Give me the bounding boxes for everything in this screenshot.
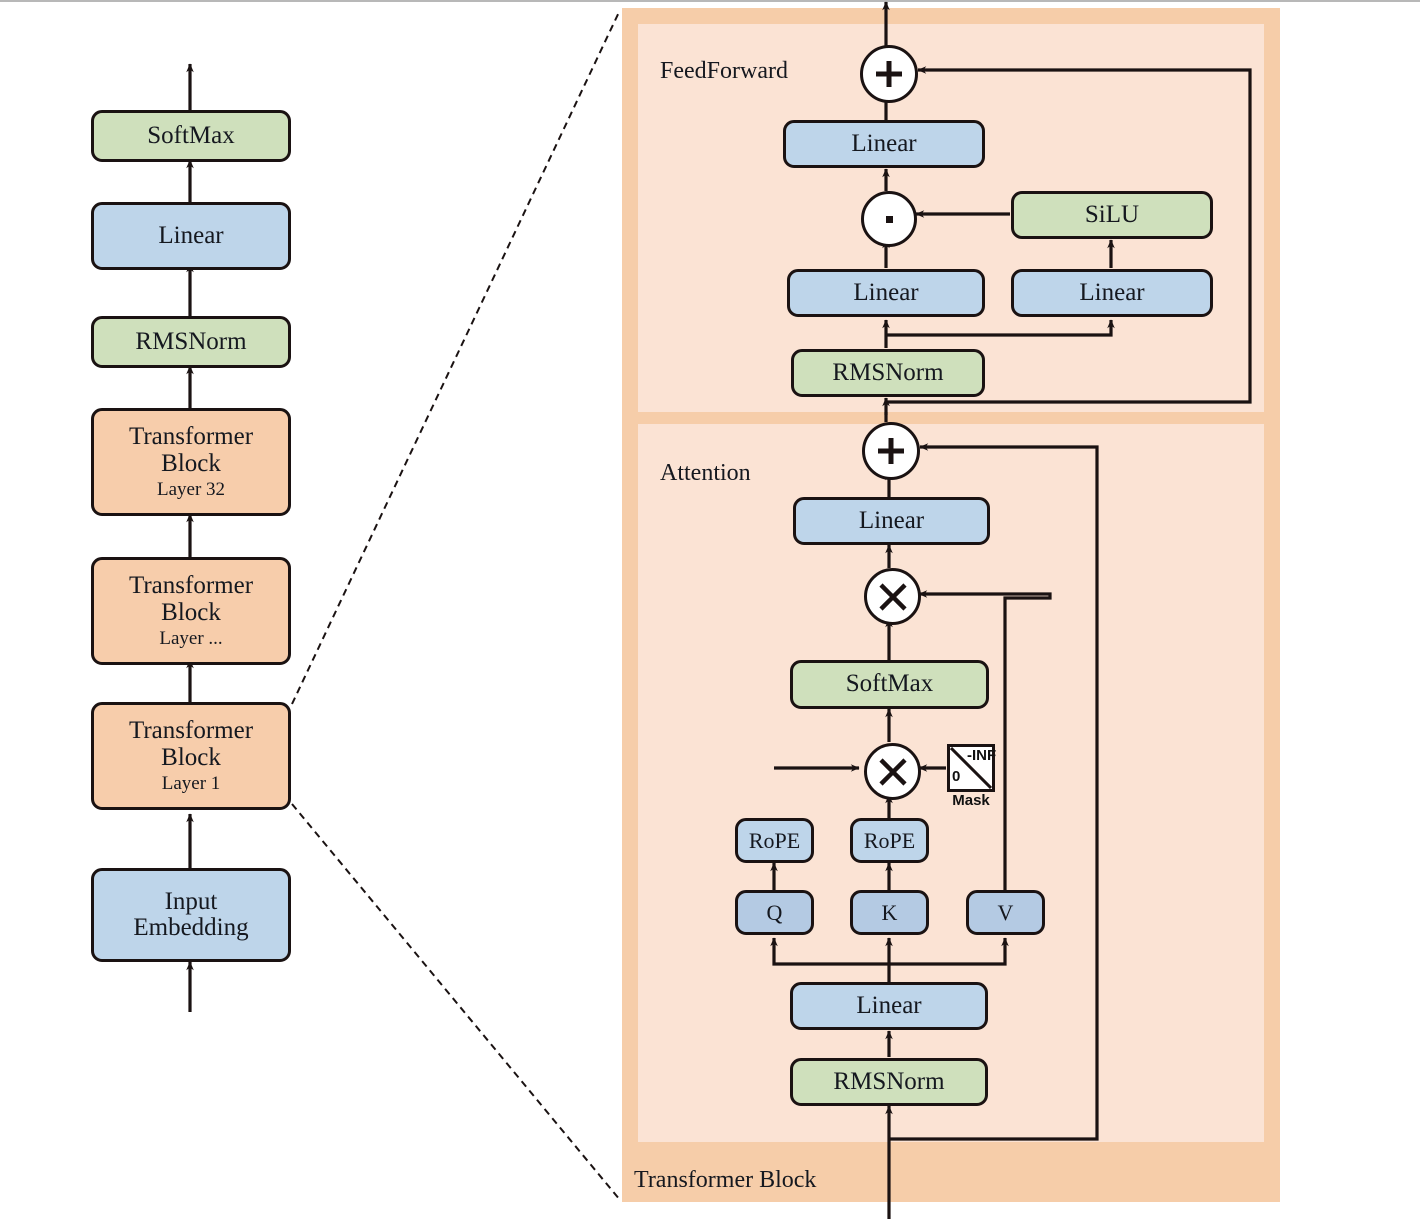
node-sublabel: Layer 32 <box>156 478 226 500</box>
attention-multiply-value-node[interactable] <box>864 568 921 625</box>
node-label: RoPE <box>748 827 801 853</box>
node-attn-linear-in[interactable]: Linear <box>790 982 988 1030</box>
node-label: Linear <box>858 506 925 534</box>
mask-icon <box>947 744 995 792</box>
attn-residual-path <box>889 443 1099 1141</box>
node-label: Linear <box>853 278 919 306</box>
node-label: Transformer Block <box>128 572 254 626</box>
mask-upper-value: -INF <box>967 747 997 764</box>
node-transformer-block-1[interactable]: Transformer Block Layer 1 <box>91 702 291 810</box>
node-attn-softmax[interactable]: SoftMax <box>790 660 989 709</box>
feedforward-title: FeedForward <box>660 58 788 84</box>
node-ff-linear-up[interactable]: Linear <box>1011 269 1213 317</box>
attention-add-node[interactable] <box>862 422 920 480</box>
node-label: Linear <box>1079 278 1145 306</box>
node-sublabel: Layer 1 <box>161 772 221 794</box>
node-label: SiLU <box>1084 200 1140 228</box>
node-attn-q[interactable]: Q <box>735 890 814 935</box>
node-label: RMSNorm <box>833 1067 945 1095</box>
node-label: SoftMax <box>845 670 934 698</box>
mask-diagonal-icon <box>950 747 992 789</box>
node-input-embedding[interactable]: Input Embedding <box>91 868 291 962</box>
node-label: V <box>997 899 1014 925</box>
plus-icon <box>878 438 904 464</box>
node-rmsnorm-final[interactable]: RMSNorm <box>91 316 291 368</box>
node-ff-linear-out[interactable]: Linear <box>783 120 985 168</box>
node-ff-silu[interactable]: SiLU <box>1011 191 1213 239</box>
node-transformer-block-32[interactable]: Transformer Block Layer 32 <box>91 408 291 516</box>
attention-multiply-qk-node[interactable] <box>864 743 921 800</box>
plus-icon <box>876 61 902 87</box>
node-label: Linear <box>851 129 917 157</box>
arrow-v-to-mulv <box>918 590 1052 890</box>
callout-line-bottom <box>291 803 621 1201</box>
node-label: RMSNorm <box>832 358 944 386</box>
node-attn-k[interactable]: K <box>850 890 929 935</box>
node-label: SoftMax <box>147 121 235 149</box>
arrow-linearin-to-q <box>770 937 891 982</box>
node-label: Transformer Block <box>128 423 254 477</box>
node-linear-head[interactable]: Linear <box>91 202 291 270</box>
node-label: Linear <box>158 221 224 249</box>
mask-lower-value: 0 <box>952 768 961 785</box>
feedforward-multiply-node[interactable] <box>861 191 917 247</box>
node-attn-rmsnorm[interactable]: RMSNorm <box>790 1058 988 1106</box>
node-softmax[interactable]: SoftMax <box>91 110 291 162</box>
feedforward-add-node[interactable] <box>860 45 918 103</box>
mask-caption: Mask <box>952 792 990 809</box>
node-attn-linear-out[interactable]: Linear <box>793 497 990 545</box>
node-attn-rope-k[interactable]: RoPE <box>850 818 929 863</box>
dot-product-icon <box>886 216 893 223</box>
attention-title: Attention <box>660 460 751 486</box>
node-label: Input Embedding <box>133 887 249 941</box>
node-ff-rmsnorm[interactable]: RMSNorm <box>791 349 985 397</box>
times-icon <box>878 757 907 786</box>
times-icon <box>878 582 907 611</box>
callout-line-top <box>291 9 621 705</box>
node-ff-linear-gate[interactable]: Linear <box>787 269 985 317</box>
transformer-block-panel-label: Transformer Block <box>634 1167 817 1193</box>
node-label: Linear <box>856 991 922 1019</box>
node-label: Q <box>766 899 783 925</box>
node-sublabel: Layer ... <box>159 627 223 649</box>
node-transformer-block-mid[interactable]: Transformer Block Layer ... <box>91 557 291 665</box>
arrow-linearin-to-v <box>889 937 1009 966</box>
node-label: K <box>881 899 898 925</box>
node-label: RoPE <box>863 827 916 853</box>
node-attn-v[interactable]: V <box>966 890 1045 935</box>
node-attn-rope-q[interactable]: RoPE <box>735 818 814 863</box>
node-label: RMSNorm <box>135 327 247 355</box>
node-label: Transformer Block <box>128 717 254 771</box>
ff-residual-path <box>886 66 1252 404</box>
arrow-ffnorm-branch-right <box>886 319 1115 337</box>
